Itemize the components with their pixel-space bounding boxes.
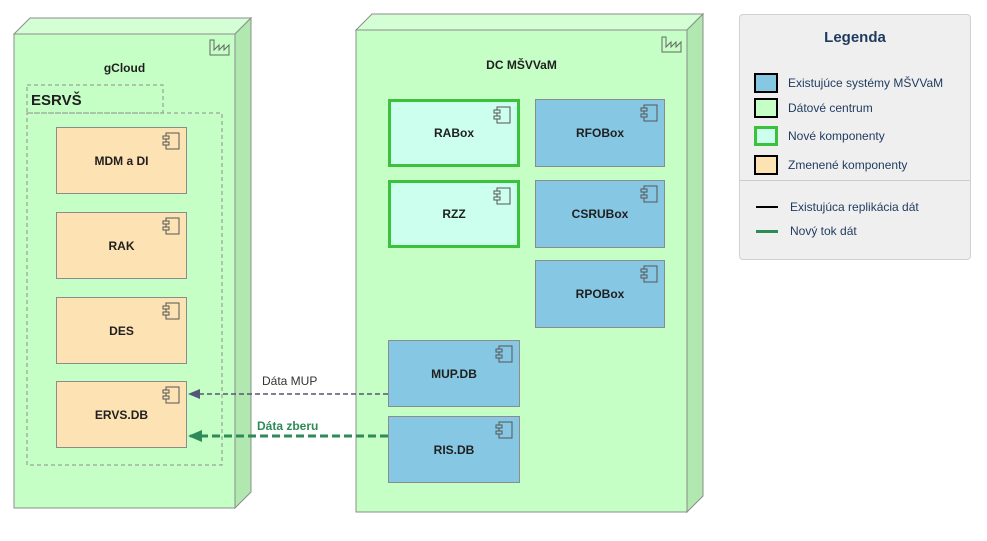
legend-label: Dátové centrum	[788, 101, 873, 115]
component-label: CSRUBox	[571, 207, 629, 221]
legend-line-swatch	[756, 229, 778, 233]
legend-swatch	[754, 155, 778, 175]
legend-label: Existujúce systémy MŠVVaM	[788, 76, 944, 90]
component-label: RIS.DB	[433, 442, 475, 457]
component-mup-db[interactable]: MUP.DB	[388, 340, 520, 407]
legend-item-new: Nové komponenty	[754, 125, 885, 147]
component-rzz[interactable]: RZZ	[388, 180, 520, 248]
component-icon	[493, 106, 511, 124]
component-rfobox[interactable]: RFOBox	[535, 99, 665, 167]
flow-mup-label: Dáta MUP	[262, 374, 318, 388]
component-icon	[495, 345, 513, 363]
component-label: RPOBox	[575, 287, 625, 301]
legend-label: Nový tok dát	[790, 224, 857, 238]
legend-title: Legenda	[824, 29, 886, 46]
component-icon	[162, 302, 180, 320]
component-rpobox[interactable]: RPOBox	[535, 260, 665, 328]
component-label: ERVS.DB	[94, 407, 149, 422]
legend-label: Nové komponenty	[788, 129, 885, 143]
component-mdm[interactable]: MDM a DI	[56, 127, 187, 194]
legend-item-existing: Existujúce systémy MŠVVaM	[754, 72, 943, 94]
component-csrubox[interactable]: CSRUBox	[535, 180, 665, 248]
esrvs-title: ESRVŠ	[31, 92, 82, 109]
legend-swatch	[754, 98, 778, 118]
component-icon	[162, 132, 180, 150]
component-label: RAK	[108, 238, 135, 253]
component-icon	[640, 265, 658, 283]
component-icon	[493, 187, 511, 205]
component-icon	[640, 104, 658, 122]
component-ervs-db[interactable]: ERVS.DB	[56, 381, 187, 448]
legend-swatch	[754, 126, 778, 146]
legend-divider	[740, 180, 970, 181]
component-label: RZZ	[442, 207, 466, 221]
component-label: DES	[109, 323, 134, 338]
legend-swatch	[754, 73, 778, 93]
legend-item-datacenter: Dátové centrum	[754, 97, 873, 119]
component-ris-db[interactable]: RIS.DB	[388, 416, 520, 483]
gcloud-title: gCloud	[103, 61, 146, 75]
node-icon	[209, 39, 230, 56]
component-label: MDM a DI	[94, 153, 149, 168]
component-rabox[interactable]: RABox	[388, 99, 520, 167]
node-icon	[661, 36, 682, 53]
legend-line-existing: Existujúca replikácia dát	[754, 196, 919, 218]
component-icon	[162, 217, 180, 235]
component-des[interactable]: DES	[56, 297, 187, 364]
component-label: RABox	[433, 126, 474, 140]
component-icon	[640, 185, 658, 203]
component-rak[interactable]: RAK	[56, 212, 187, 279]
component-label: RFOBox	[576, 126, 624, 140]
component-icon	[162, 386, 180, 404]
dc-title: DC MŠVVaM	[486, 58, 557, 72]
legend-label: Zmenené komponenty	[788, 158, 908, 172]
legend-label: Existujúca replikácia dát	[790, 200, 919, 214]
component-icon	[495, 421, 513, 439]
component-label: MUP.DB	[431, 366, 477, 381]
legend-panel: Legenda Existujúce systémy MŠVVaM Dátové…	[739, 14, 971, 260]
flow-zber-label: Dáta zberu	[257, 419, 319, 433]
legend-line-swatch	[756, 206, 778, 208]
legend-line-new: Nový tok dát	[754, 220, 857, 242]
legend-item-changed: Zmenené komponenty	[754, 154, 907, 176]
esrvs-package	[26, 84, 223, 466]
